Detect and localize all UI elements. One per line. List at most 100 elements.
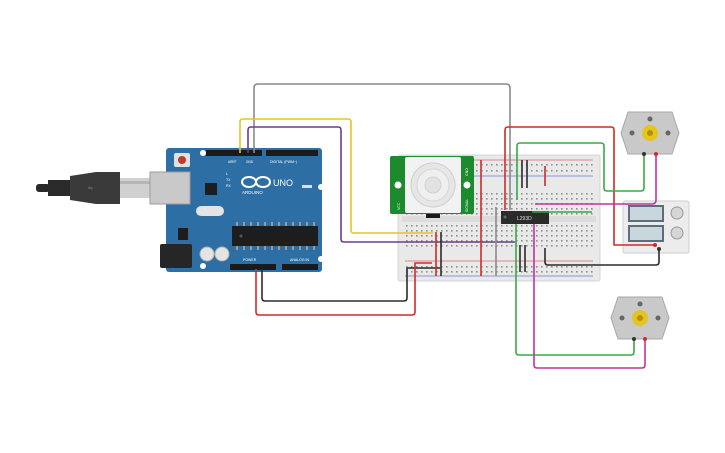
breadboard-hole[interactable] — [576, 240, 578, 242]
relay-module[interactable] — [622, 200, 690, 254]
breadboard-hole[interactable] — [511, 208, 513, 210]
breadboard-hole[interactable] — [431, 266, 433, 268]
breadboard-hole[interactable] — [476, 266, 478, 268]
usb-cable[interactable]: ⇋ — [36, 172, 152, 204]
breadboard-hole[interactable] — [506, 230, 508, 232]
breadboard-hole[interactable] — [566, 193, 568, 195]
breadboard-hole[interactable] — [556, 225, 558, 227]
breadboard-hole[interactable] — [586, 208, 588, 210]
breadboard-hole[interactable] — [521, 245, 523, 247]
breadboard-hole[interactable] — [486, 245, 488, 247]
breadboard-hole[interactable] — [411, 245, 413, 247]
breadboard-hole[interactable] — [566, 213, 568, 215]
breadboard-hole[interactable] — [561, 208, 563, 210]
breadboard-hole[interactable] — [506, 208, 508, 210]
breadboard-hole[interactable] — [431, 245, 433, 247]
breadboard-hole[interactable] — [546, 240, 548, 242]
breadboard-hole[interactable] — [511, 164, 513, 166]
breadboard-hole[interactable] — [506, 266, 508, 268]
breadboard-hole[interactable] — [521, 230, 523, 232]
breadboard-hole[interactable] — [531, 230, 533, 232]
breadboard-hole[interactable] — [536, 193, 538, 195]
breadboard-hole[interactable] — [541, 235, 543, 237]
breadboard-hole[interactable] — [526, 225, 528, 227]
breadboard-hole[interactable] — [566, 235, 568, 237]
breadboard-hole[interactable] — [586, 266, 588, 268]
breadboard-hole[interactable] — [421, 225, 423, 227]
breadboard-hole[interactable] — [521, 203, 523, 205]
breadboard-hole[interactable] — [581, 164, 583, 166]
breadboard-hole[interactable] — [546, 164, 548, 166]
breadboard-hole[interactable] — [551, 208, 553, 210]
breadboard-hole[interactable] — [461, 240, 463, 242]
wires[interactable] — [239, 83, 660, 369]
breadboard-hole[interactable] — [581, 193, 583, 195]
breadboard-hole[interactable] — [566, 225, 568, 227]
breadboard-hole[interactable] — [521, 240, 523, 242]
breadboard-hole[interactable] — [561, 230, 563, 232]
breadboard-hole[interactable] — [416, 225, 418, 227]
breadboard-hole[interactable] — [491, 193, 493, 195]
breadboard-hole[interactable] — [561, 266, 563, 268]
breadboard-hole[interactable] — [556, 271, 558, 273]
breadboard-hole[interactable] — [511, 198, 513, 200]
breadboard-hole[interactable] — [506, 193, 508, 195]
breadboard-hole[interactable] — [461, 266, 463, 268]
breadboard-hole[interactable] — [546, 225, 548, 227]
breadboard-hole[interactable] — [541, 266, 543, 268]
breadboard-hole[interactable] — [576, 208, 578, 210]
breadboard-hole[interactable] — [556, 266, 558, 268]
breadboard-hole[interactable] — [586, 198, 588, 200]
breadboard-hole[interactable] — [536, 271, 538, 273]
breadboard-hole[interactable] — [491, 240, 493, 242]
breadboard-hole[interactable] — [506, 198, 508, 200]
breadboard-hole[interactable] — [501, 266, 503, 268]
breadboard-hole[interactable] — [531, 208, 533, 210]
breadboard-hole[interactable] — [536, 230, 538, 232]
breadboard-hole[interactable] — [541, 245, 543, 247]
breadboard-hole[interactable] — [451, 235, 453, 237]
breadboard-hole[interactable] — [576, 235, 578, 237]
breadboard-hole[interactable] — [426, 271, 428, 273]
breadboard-hole[interactable] — [531, 193, 533, 195]
breadboard-hole[interactable] — [546, 170, 548, 172]
breadboard-hole[interactable] — [531, 240, 533, 242]
breadboard-hole[interactable] — [586, 235, 588, 237]
breadboard-hole[interactable] — [476, 170, 478, 172]
breadboard-hole[interactable] — [531, 235, 533, 237]
breadboard-hole[interactable] — [551, 193, 553, 195]
breadboard-hole[interactable] — [561, 164, 563, 166]
breadboard-hole[interactable] — [506, 271, 508, 273]
breadboard-hole[interactable] — [486, 193, 488, 195]
breadboard-hole[interactable] — [591, 208, 593, 210]
breadboard-hole[interactable] — [581, 266, 583, 268]
breadboard-hole[interactable] — [566, 245, 568, 247]
breadboard-hole[interactable] — [551, 230, 553, 232]
analog-header[interactable] — [282, 264, 318, 270]
breadboard-hole[interactable] — [561, 271, 563, 273]
breadboard-hole[interactable] — [486, 170, 488, 172]
breadboard-hole[interactable] — [491, 198, 493, 200]
breadboard-hole[interactable] — [511, 230, 513, 232]
breadboard-hole[interactable] — [456, 230, 458, 232]
breadboard-hole[interactable] — [511, 271, 513, 273]
breadboard-hole[interactable] — [446, 225, 448, 227]
breadboard-hole[interactable] — [591, 240, 593, 242]
breadboard-hole[interactable] — [546, 235, 548, 237]
breadboard-hole[interactable] — [526, 208, 528, 210]
breadboard-hole[interactable] — [591, 271, 593, 273]
breadboard-hole[interactable] — [456, 245, 458, 247]
breadboard-hole[interactable] — [536, 208, 538, 210]
breadboard-hole[interactable] — [546, 198, 548, 200]
breadboard-hole[interactable] — [476, 235, 478, 237]
breadboard-hole[interactable] — [416, 245, 418, 247]
breadboard-hole[interactable] — [471, 235, 473, 237]
breadboard-hole[interactable] — [521, 198, 523, 200]
breadboard-hole[interactable] — [476, 193, 478, 195]
breadboard-hole[interactable] — [426, 225, 428, 227]
breadboard-hole[interactable] — [491, 213, 493, 215]
breadboard-hole[interactable] — [496, 193, 498, 195]
breadboard-hole[interactable] — [591, 266, 593, 268]
breadboard-hole[interactable] — [546, 208, 548, 210]
breadboard-hole[interactable] — [571, 213, 573, 215]
